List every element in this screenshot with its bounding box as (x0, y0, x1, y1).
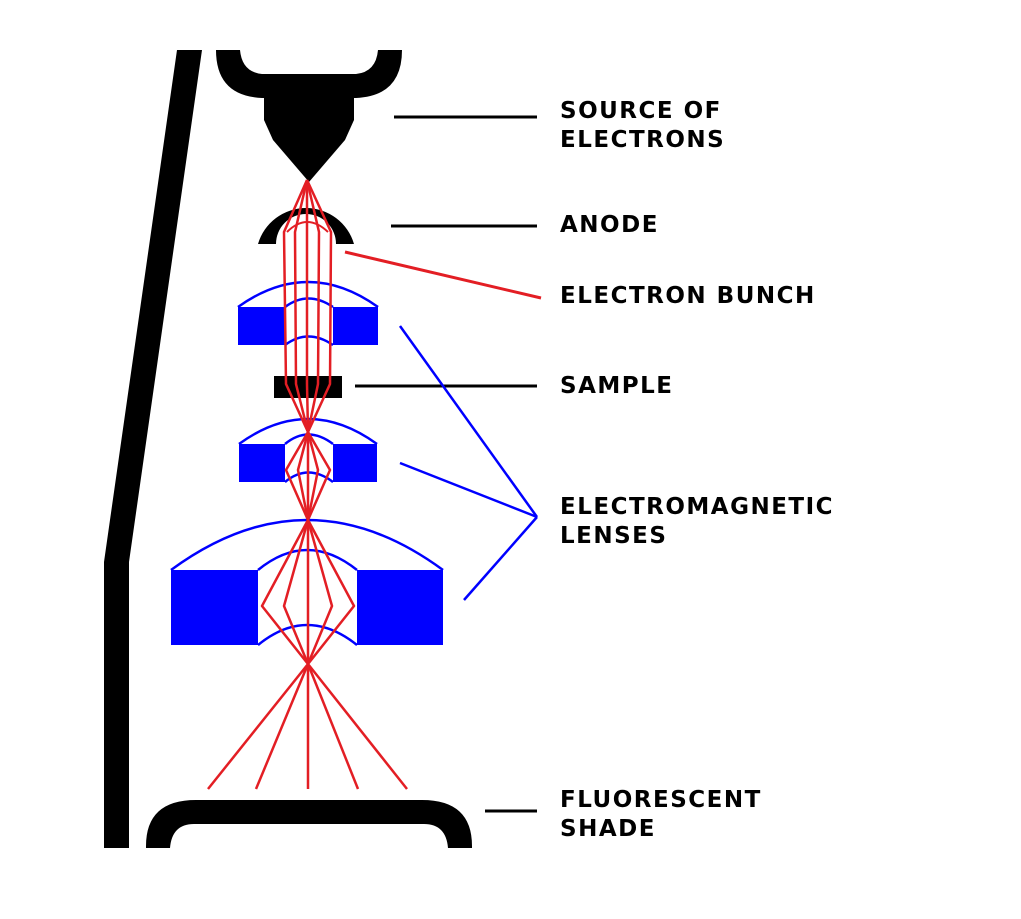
label-shade-line-1: FLUORESCENT (560, 787, 762, 813)
label-anode: ANODE (560, 212, 659, 238)
column-outline (104, 50, 202, 848)
label-electron-bunch: ELECTRON BUNCH (560, 283, 816, 309)
label-lenses-line-1: ELECTROMAGNETIC (560, 494, 834, 520)
top-cap (216, 50, 402, 98)
electron-source (264, 98, 354, 182)
leader-lens-1 (398, 325, 539, 518)
label-shade-line-2: SHADE (560, 816, 656, 842)
leader-lens-2 (399, 461, 538, 519)
label-lenses-line-2: LENSES (560, 523, 667, 549)
leader-lens-3 (463, 516, 538, 601)
electron-beam (207, 179, 408, 790)
leader-lines (344, 115, 542, 813)
leader-bunch (344, 250, 542, 300)
fluorescent-shade (146, 800, 472, 848)
label-source-line-2: ELECTRONS (560, 127, 725, 153)
electromagnetic-lens-3 (170, 518, 444, 646)
label-source-line-1: SOURCE OF (560, 98, 722, 124)
label-sample: SAMPLE (560, 373, 673, 399)
anode (258, 208, 354, 244)
